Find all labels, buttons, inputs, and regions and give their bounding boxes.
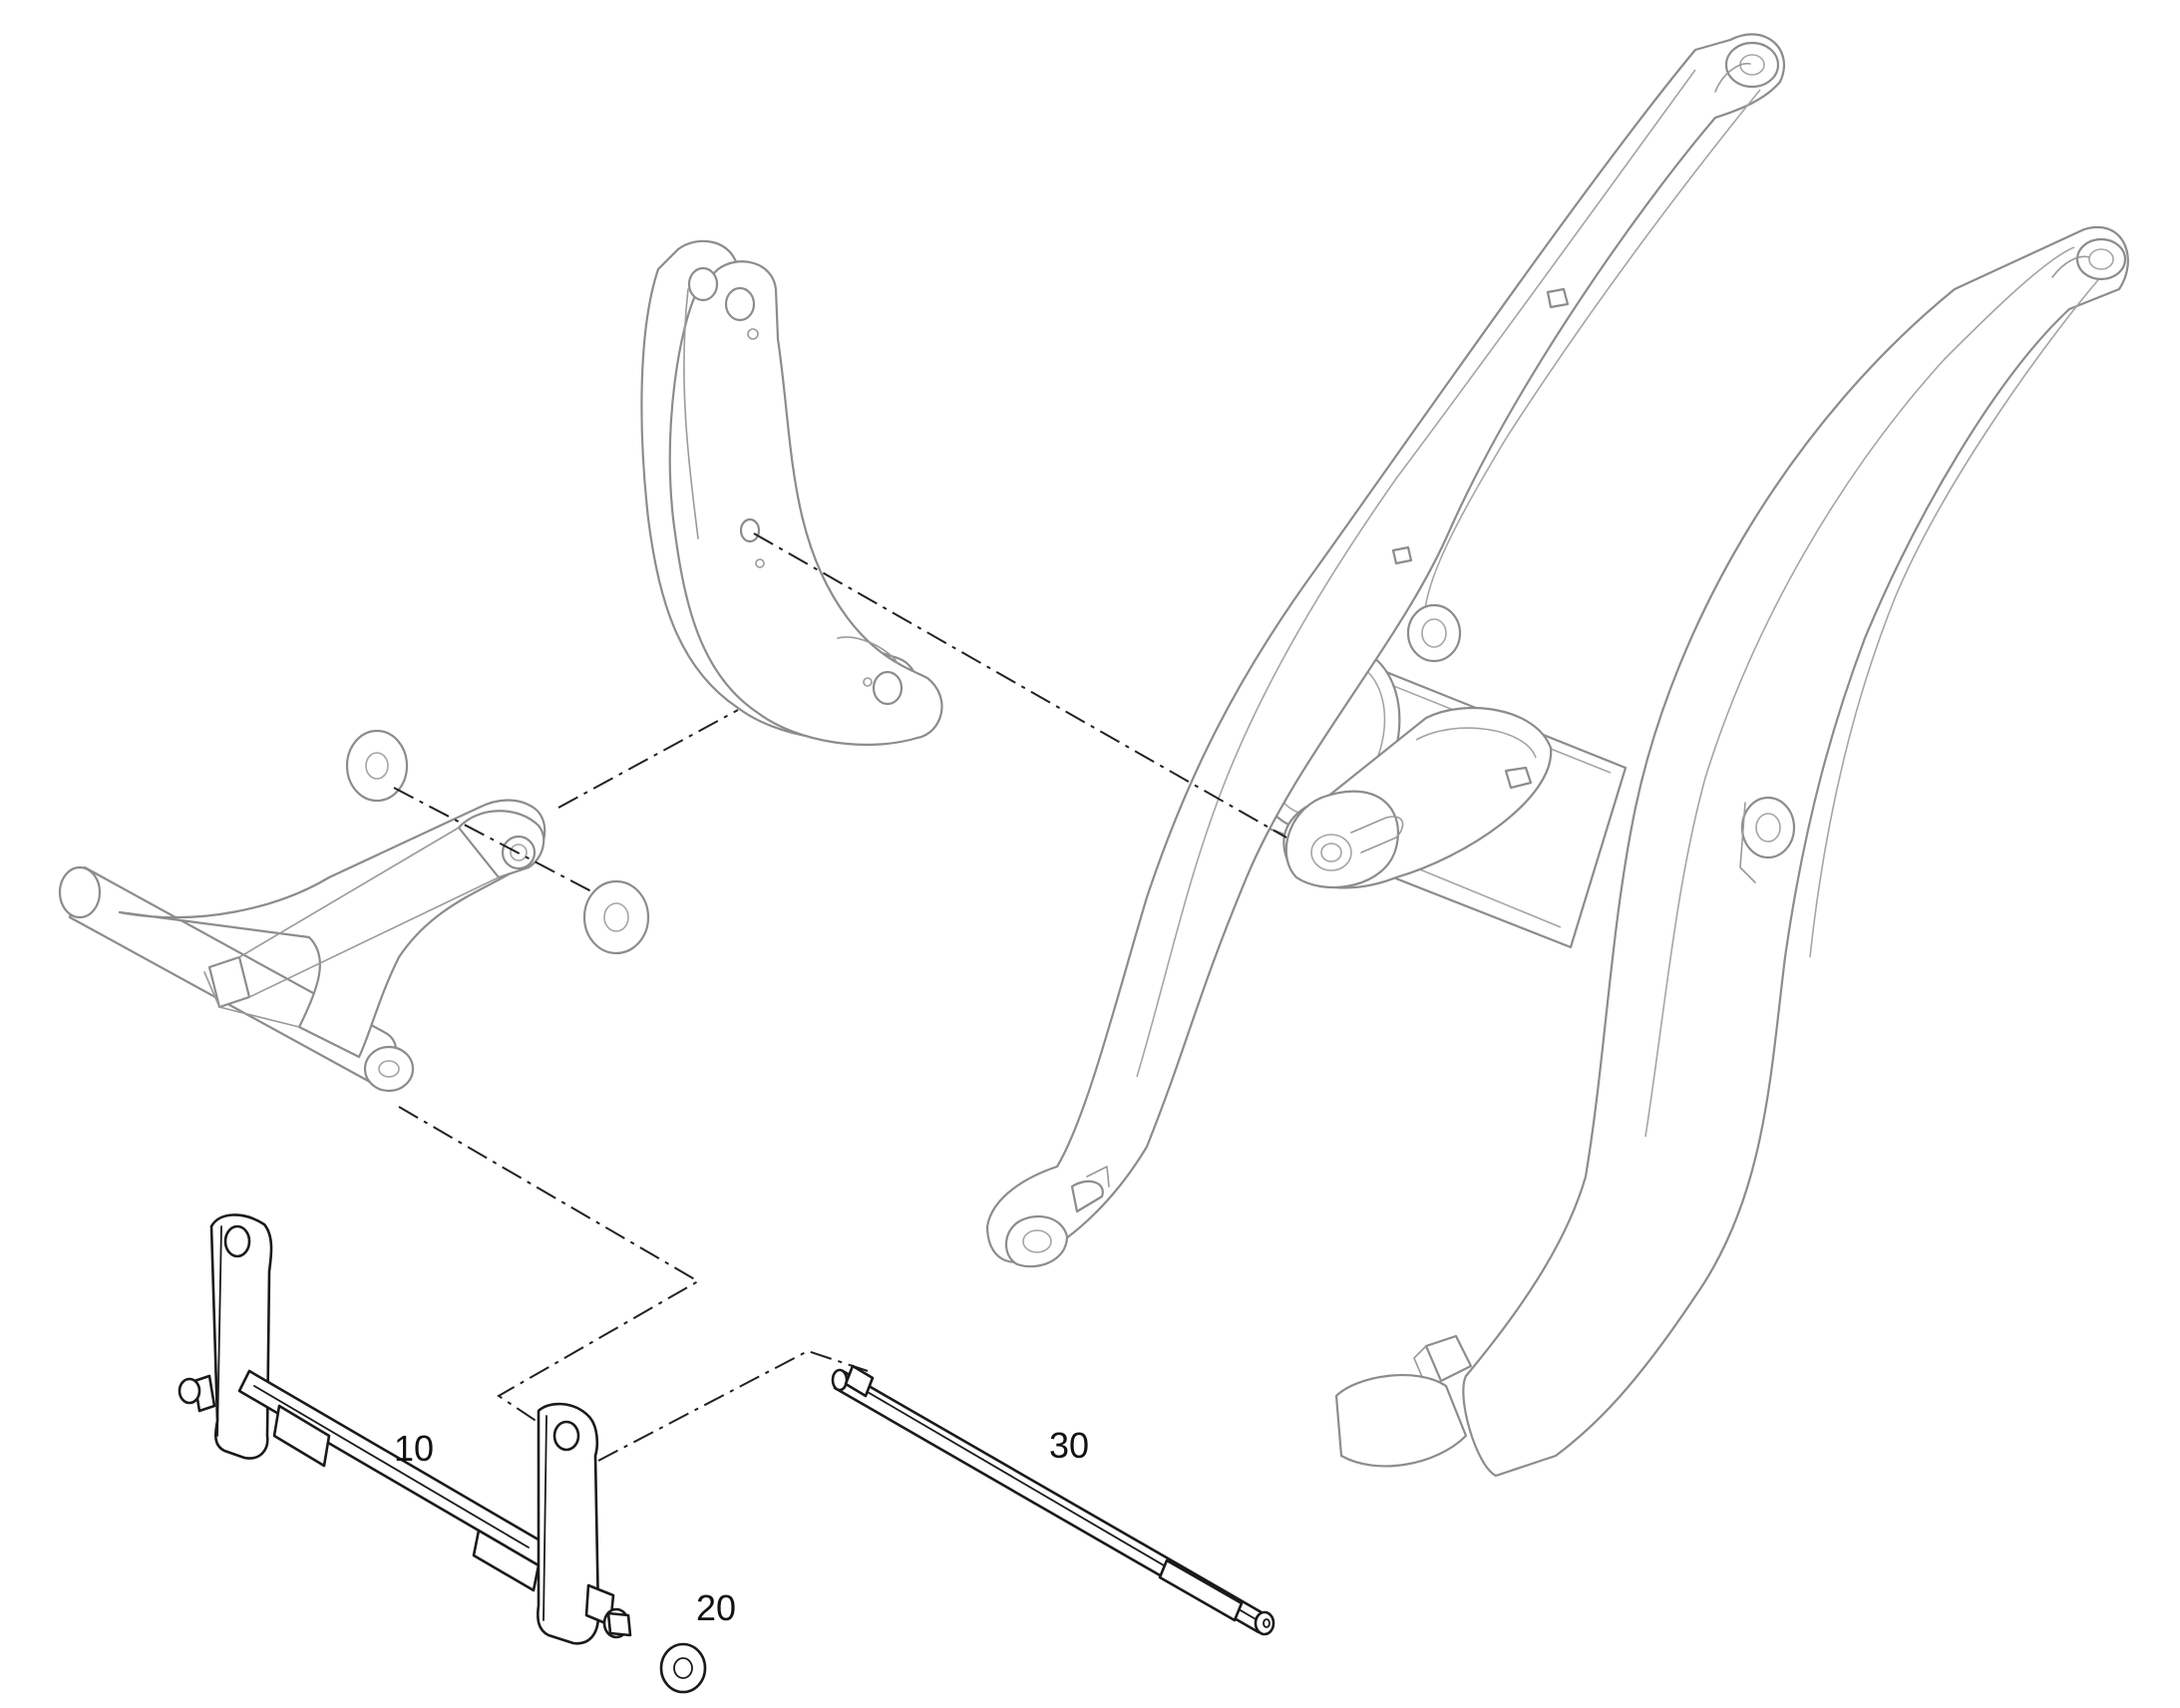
part-20-washer bbox=[659, 1642, 707, 1694]
part-30-pin bbox=[831, 1364, 1275, 1636]
part-10-lever-shaft bbox=[178, 1213, 632, 1645]
callout-part-10: 10 bbox=[394, 1428, 434, 1469]
rocker-lever bbox=[640, 239, 943, 746]
washer-upper-left bbox=[345, 729, 409, 803]
linkage-assembly bbox=[58, 799, 546, 1093]
callout-part-20: 20 bbox=[696, 1587, 736, 1628]
callout-part-30: 30 bbox=[1049, 1425, 1089, 1466]
boom-arm-right bbox=[1334, 225, 2129, 1478]
boom-arm-left bbox=[985, 33, 1786, 1268]
alignment-lines bbox=[393, 532, 1287, 1462]
washer-upper-right bbox=[582, 879, 650, 955]
tube-bracket bbox=[1282, 706, 1553, 889]
